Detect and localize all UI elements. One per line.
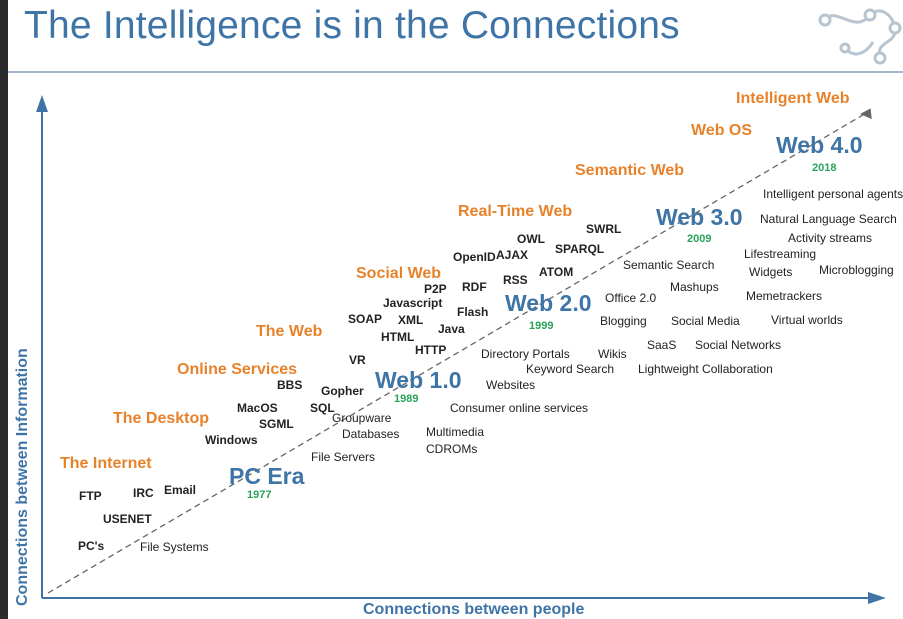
year-label: 1999 xyxy=(529,320,554,332)
x-axis-arrowhead xyxy=(868,592,886,604)
application-label: Widgets xyxy=(749,265,793,279)
technology-label: Windows xyxy=(205,433,258,447)
era-label: The Internet xyxy=(60,455,152,472)
application-label: Office 2.0 xyxy=(605,291,657,305)
application-label: Activity streams xyxy=(788,231,873,245)
technology-label: SPARQL xyxy=(555,242,605,256)
technology-label: Flash xyxy=(457,305,489,319)
technology-label: SOAP xyxy=(348,312,383,326)
application-label: Natural Language Search xyxy=(760,212,897,226)
technology-label: HTTP xyxy=(415,343,447,357)
application-label: File Servers xyxy=(311,450,376,464)
application-label: Databases xyxy=(342,427,400,441)
web-version-label: Web 3.0 xyxy=(656,204,743,230)
application-label: Consumer online services xyxy=(450,401,589,415)
year-label: 2009 xyxy=(687,233,712,245)
application-label: Intelligent personal agents xyxy=(763,187,903,201)
technology-label: P2P xyxy=(424,282,447,296)
network-nodes-icon xyxy=(818,8,902,65)
technology-label: ATOM xyxy=(539,265,574,279)
y-axis-label: Connections between Information xyxy=(14,348,31,606)
technology-label: SQL xyxy=(310,401,335,415)
application-label: Keyword Search xyxy=(526,362,615,376)
technology-label: XML xyxy=(398,313,424,327)
technology-label: MacOS xyxy=(237,401,278,415)
technology-label: Javascript xyxy=(383,296,443,310)
technology-label: Email xyxy=(164,483,197,497)
application-label: Websites xyxy=(486,378,536,392)
trend-arrowhead xyxy=(859,108,872,120)
application-label: Social Networks xyxy=(695,338,782,352)
era-label: Social Web xyxy=(356,265,442,282)
slide-title: The Intelligence is in the Connections xyxy=(24,4,680,47)
technology-label: VR xyxy=(349,353,366,367)
technology-label: IRC xyxy=(133,486,154,500)
technology-label: AJAX xyxy=(496,248,529,262)
application-label: Virtual worlds xyxy=(771,313,843,327)
era-label: The Desktop xyxy=(113,410,210,427)
application-label: Mashups xyxy=(670,280,719,294)
x-axis-label: Connections between people xyxy=(363,601,585,618)
application-label: Lifestreaming xyxy=(744,247,817,261)
technology-label: FTP xyxy=(79,489,102,503)
application-label: Semantic Search xyxy=(623,258,715,272)
technology-label: PC's xyxy=(78,539,105,553)
application-label: Wikis xyxy=(598,347,627,361)
technology-label: USENET xyxy=(103,512,152,526)
web-version-label: Web 4.0 xyxy=(776,132,863,158)
y-axis-arrowhead xyxy=(36,95,48,112)
application-label: Directory Portals xyxy=(481,347,570,361)
application-label: Multimedia xyxy=(426,425,485,439)
technology-label: Gopher xyxy=(321,384,364,398)
application-label: Blogging xyxy=(600,314,647,328)
web-version-label: Web 1.0 xyxy=(375,367,462,393)
application-label: Lightweight Collaboration xyxy=(638,362,773,376)
application-label: Social Media xyxy=(671,314,740,328)
era-label: Online Services xyxy=(177,361,298,378)
technology-label: RDF xyxy=(462,280,487,294)
year-label: 2018 xyxy=(812,162,837,174)
technology-label: HTML xyxy=(381,330,415,344)
year-label: 1989 xyxy=(394,393,419,405)
technology-label: OpenID xyxy=(453,250,496,264)
technology-label: BBS xyxy=(277,378,303,392)
technology-label: OWL xyxy=(517,232,545,246)
year-label: 1977 xyxy=(247,489,272,501)
technology-label: RSS xyxy=(503,273,528,287)
era-label: Semantic Web xyxy=(575,162,685,179)
technology-label: Java xyxy=(438,322,465,336)
era-label: Intelligent Web xyxy=(736,90,850,107)
application-label: CDROMs xyxy=(426,442,478,456)
era-label: Real-Time Web xyxy=(458,203,573,220)
application-label: File Systems xyxy=(140,540,209,554)
application-label: SaaS xyxy=(647,338,677,352)
slide xyxy=(8,0,903,619)
trend-line xyxy=(47,111,869,594)
web-version-label: Web 2.0 xyxy=(505,290,592,316)
technology-label: SWRL xyxy=(586,222,622,236)
web-version-label: PC Era xyxy=(229,463,305,489)
title-divider xyxy=(8,71,903,73)
application-label: Memetrackers xyxy=(746,289,823,303)
application-label: Microblogging xyxy=(819,263,894,277)
era-label: The Web xyxy=(256,323,323,340)
era-label: Web OS xyxy=(691,122,753,139)
technology-label: SGML xyxy=(259,417,294,431)
application-label: Groupware xyxy=(332,411,392,425)
